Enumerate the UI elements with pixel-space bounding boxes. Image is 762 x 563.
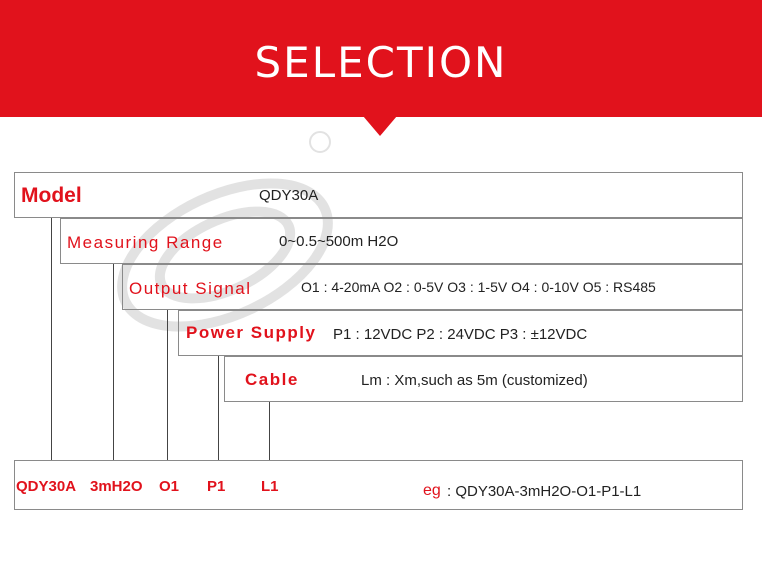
- cable-value: Lm : Xm,such as 5m (customized): [361, 372, 588, 389]
- example-eg-value: : QDY30A-3mH2O-O1-P1-L1: [447, 483, 642, 500]
- connector-line-power: [218, 356, 219, 460]
- example-row: QDY30A 3mH2O O1 P1 L1 eg : QDY30A-3mH2O-…: [14, 460, 743, 510]
- model-label: Model: [21, 184, 82, 207]
- banner-notch: [363, 116, 397, 136]
- output-signal-label: Output Signal: [129, 279, 252, 298]
- page-title: SELECTION: [254, 38, 508, 87]
- connector-line-output: [167, 310, 168, 460]
- output-signal-row: Output Signal O1 : 4-20mA O2 : 0-5V O3 :…: [122, 264, 743, 310]
- header-banner: SELECTION: [0, 0, 762, 117]
- measuring-range-label: Measuring Range: [67, 233, 224, 252]
- cable-label: Cable: [245, 370, 299, 389]
- model-row: Model QDY30A: [14, 172, 743, 218]
- example-code-model: QDY30A: [16, 478, 77, 495]
- connector-line-model: [51, 218, 52, 460]
- power-supply-value: P1 : 12VDC P2 : 24VDC P3 : ±12VDC: [333, 326, 588, 343]
- measuring-range-value: 0~0.5~500m H2O: [279, 233, 399, 250]
- measuring-range-row: Measuring Range 0~0.5~500m H2O: [60, 218, 743, 264]
- example-code-cable: L1: [261, 478, 279, 495]
- power-supply-row: Power Supply P1 : 12VDC P2 : 24VDC P3 : …: [178, 310, 743, 356]
- connector-line-cable: [269, 402, 270, 460]
- model-value: QDY30A: [259, 187, 319, 204]
- power-supply-label: Power Supply: [186, 323, 317, 342]
- example-code-range: 3mH2O: [90, 478, 143, 495]
- output-signal-value: O1 : 4-20mA O2 : 0-5V O3 : 1-5V O4 : 0-1…: [301, 279, 656, 295]
- example-code-output: O1: [159, 478, 180, 495]
- connector-line-range: [113, 264, 114, 460]
- example-eg-label: eg: [423, 482, 441, 499]
- cable-row: Cable Lm : Xm,such as 5m (customized): [224, 356, 743, 402]
- example-code-power: P1: [207, 478, 226, 495]
